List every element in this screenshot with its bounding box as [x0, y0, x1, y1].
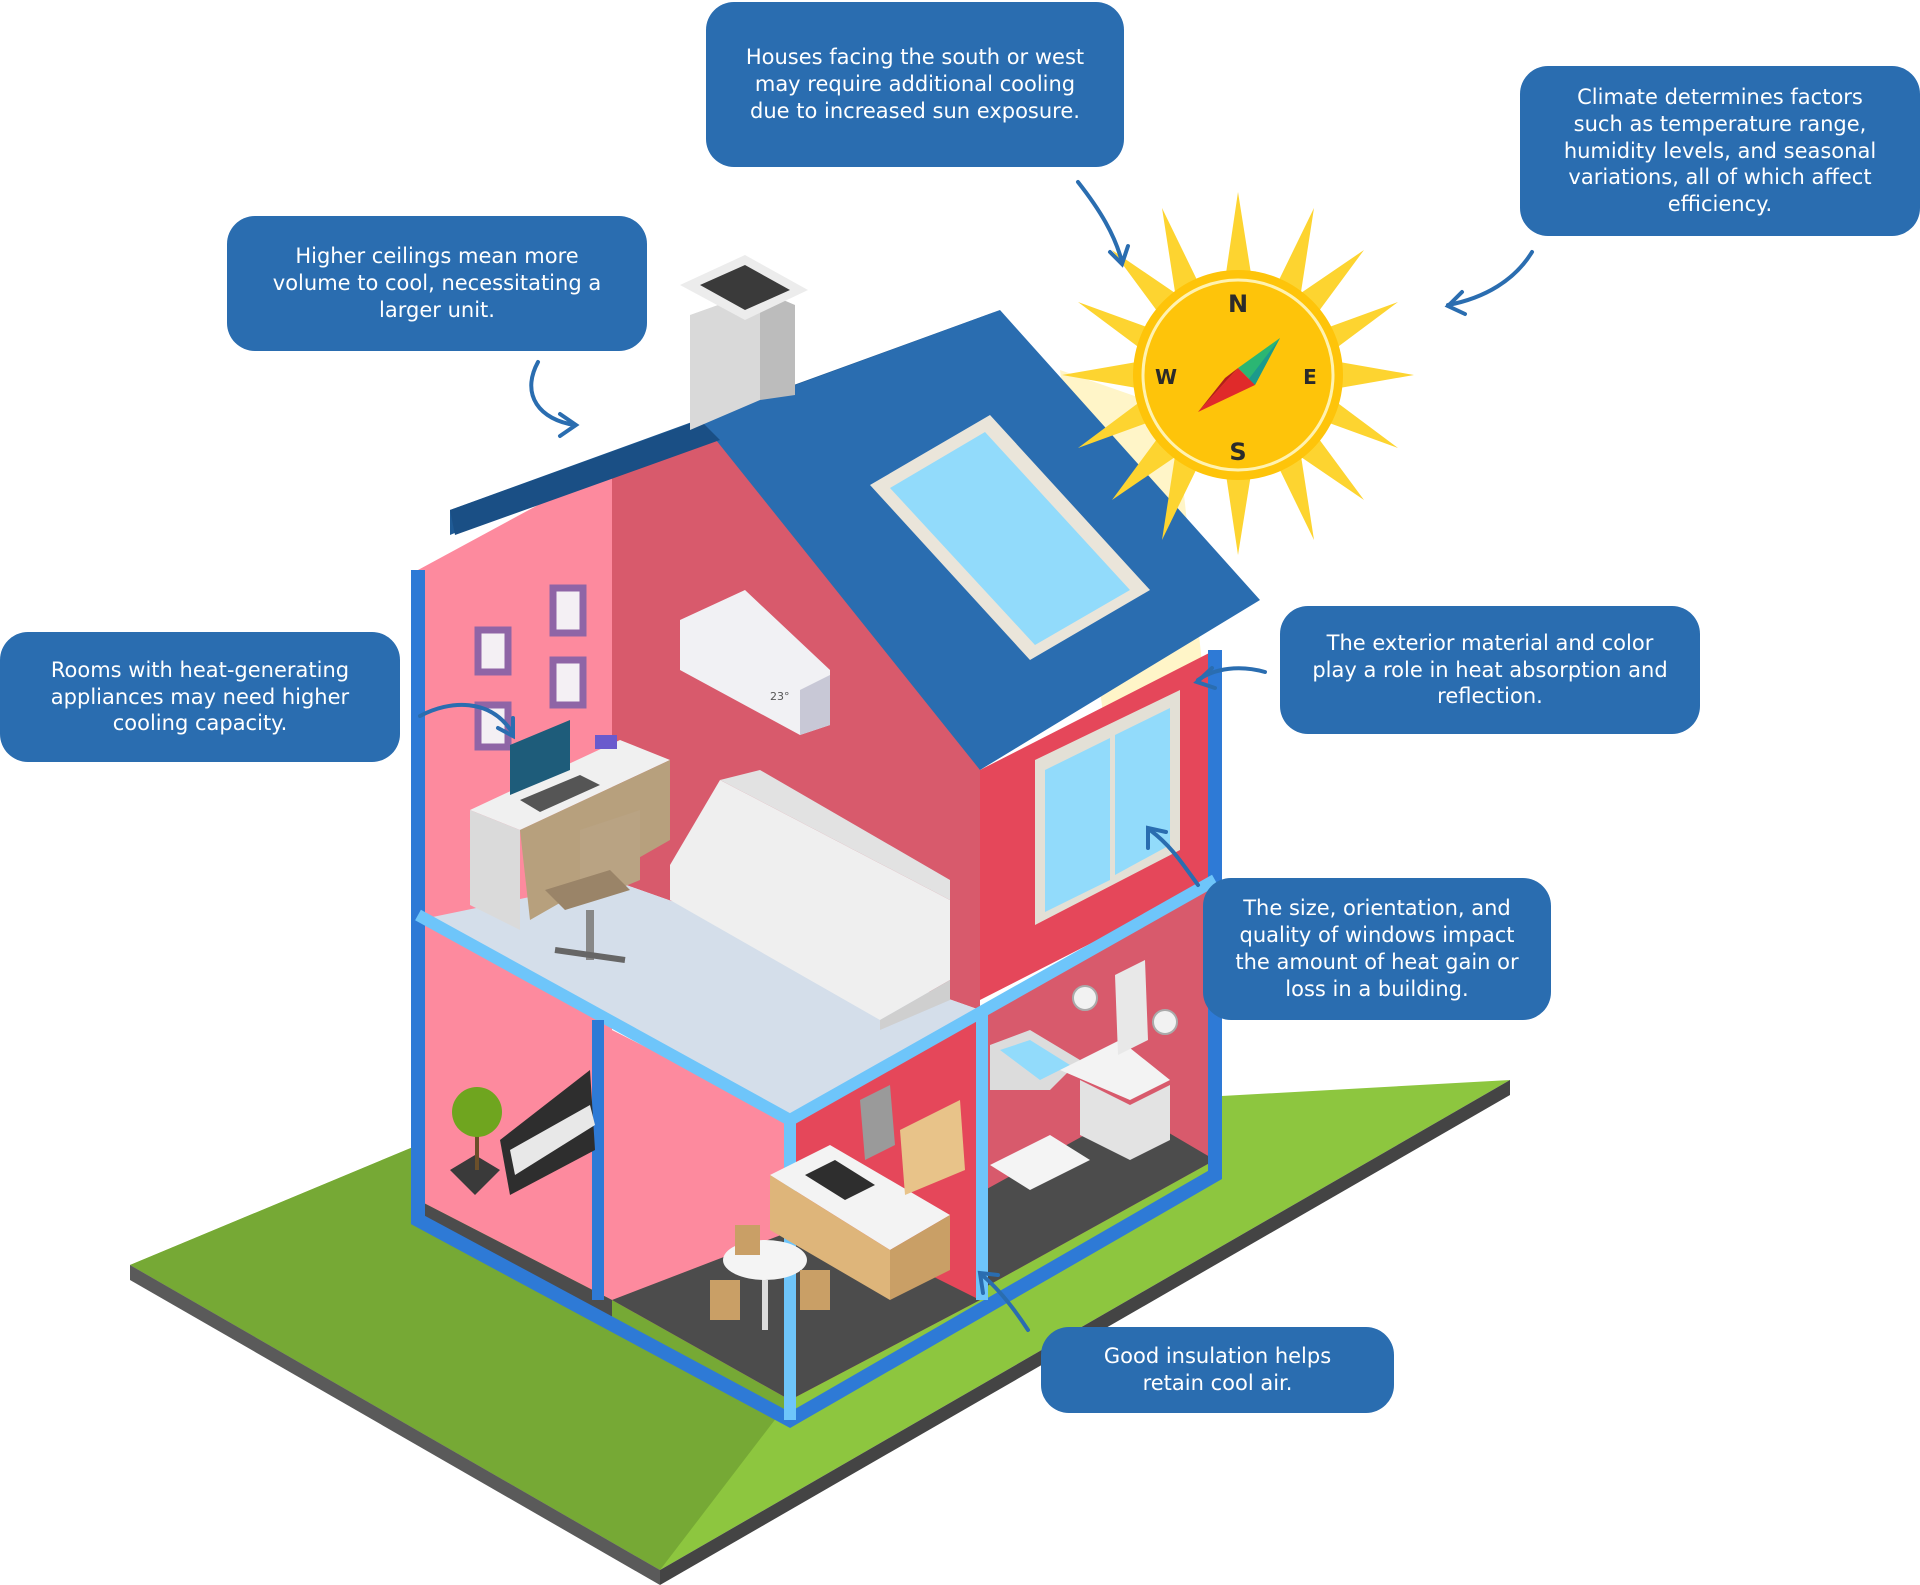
callout-sun-orientation-text: Houses facing the south or west may requ…	[745, 45, 1085, 123]
range-hood	[860, 1085, 895, 1160]
air-conditioner: 23°	[680, 590, 830, 735]
arrow-windows	[1148, 828, 1200, 887]
callout-climate: Climate determines factors such as tempe…	[1520, 66, 1920, 236]
compass-needle	[1198, 338, 1280, 412]
arrow-sun-orientation	[1076, 180, 1124, 264]
ac-display: 23°	[770, 690, 790, 703]
wall-frames	[474, 584, 587, 751]
living-floor	[418, 1200, 612, 1320]
computer-monitor	[510, 720, 570, 795]
arrow-appliances	[418, 702, 514, 734]
callout-exterior-text: The exterior material and color play a r…	[1312, 630, 1668, 709]
callout-appliances-text: Rooms with heat-generating appliances ma…	[50, 657, 350, 736]
chimney	[680, 255, 808, 430]
bathroom	[990, 960, 1178, 1190]
roof	[450, 310, 1260, 770]
callout-climate-text: Climate determines factors such as tempe…	[1563, 84, 1877, 217]
lower-left-wall	[418, 920, 612, 1300]
arrow-climate	[1446, 250, 1534, 307]
callout-exterior: The exterior material and color play a r…	[1280, 606, 1700, 734]
callout-sun-orientation: Houses facing the south or west may requ…	[706, 2, 1124, 167]
callout-windows: The size, orientation, and quality of wi…	[1203, 878, 1551, 1020]
arrow-ceilings	[529, 360, 577, 427]
exterior-window	[1035, 690, 1180, 925]
stove-top	[805, 1160, 875, 1200]
kitchen	[770, 1085, 965, 1300]
callout-windows-text: The size, orientation, and quality of wi…	[1235, 896, 1519, 1001]
callout-ceilings: Higher ceilings mean more volume to cool…	[227, 216, 647, 351]
potted-plant	[450, 1087, 502, 1195]
bench	[500, 1070, 595, 1195]
callout-arrows	[418, 180, 1534, 1332]
callout-ceilings-text: Higher ceilings mean more volume to cool…	[272, 244, 602, 322]
dining-set	[710, 1225, 830, 1330]
callout-insulation: Good insulation helps retain cool air.	[1041, 1327, 1394, 1413]
bath-mirror	[1115, 960, 1148, 1055]
upper-floor	[418, 880, 980, 1120]
compass-east: E	[1303, 365, 1317, 389]
arrow-insulation	[980, 1273, 1030, 1332]
callout-insulation-text: Good insulation helps retain cool air.	[1103, 1344, 1332, 1395]
office-chair	[545, 810, 640, 963]
sun-rays	[1062, 192, 1414, 555]
sofa	[670, 770, 950, 1030]
compass-north: N	[1228, 290, 1248, 318]
sun: N S E W	[1062, 192, 1414, 555]
compass-south: S	[1229, 438, 1246, 466]
callout-appliances: Rooms with heat-generating appliances ma…	[0, 632, 400, 762]
compass-west: W	[1155, 365, 1177, 389]
bath-floor	[980, 1110, 1215, 1290]
